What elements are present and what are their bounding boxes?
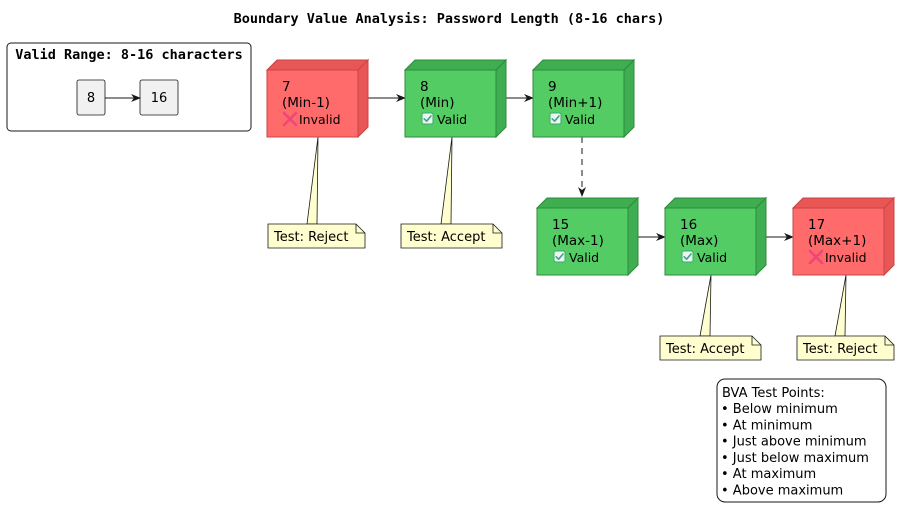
range-min-label: 8: [87, 91, 95, 106]
legend-items: • Below minimum• At minimum • Just above …: [721, 402, 869, 499]
node-value: 17: [808, 217, 825, 233]
node-front-face: [536, 207, 629, 276]
boundary-nodes: 7(Min-1)Invalid8(Min)Valid9(Min+1)Valid1…: [265, 58, 896, 277]
check-icon: [421, 112, 434, 125]
note-connector: [440, 136, 453, 225]
node-label: (Min): [420, 95, 455, 111]
legend-item: • Just below maximum: [721, 451, 869, 466]
diagram-title: Boundary Value Analysis: Password Length…: [234, 11, 665, 27]
node-5: 16(Max)Valid: [663, 196, 768, 277]
node-4: 15(Max-1)Valid: [535, 196, 640, 277]
note-connector: [306, 136, 319, 225]
legend-item: • Above maximum: [721, 484, 843, 499]
legend-border: [716, 378, 887, 503]
note-1: Test: Reject: [267, 223, 366, 249]
check-icon: [681, 250, 694, 263]
node-label: (Max+1): [808, 233, 866, 249]
cross-icon: [808, 249, 824, 265]
note-2: Test: Accept: [400, 223, 503, 249]
node-front-face: [792, 207, 885, 276]
node-status: Valid: [565, 112, 595, 127]
note-shape: [796, 335, 895, 361]
legend-item: • At minimum: [721, 418, 812, 433]
note-fold: [751, 336, 761, 346]
note-fold: [884, 336, 894, 346]
note-shape: [267, 223, 366, 249]
node-label: (Min+1): [548, 95, 602, 111]
node-front-face: [266, 69, 359, 138]
node-side-face: [755, 196, 767, 277]
node-top-face: [403, 59, 508, 71]
node-2: 8(Min)Valid: [403, 58, 508, 139]
node-status: Invalid: [299, 112, 341, 127]
node-side-face: [495, 58, 507, 139]
node-status: Valid: [697, 250, 727, 265]
node-side-face: [623, 58, 635, 139]
legend-item: • At maximum: [721, 467, 816, 482]
note-text: Test: Accept: [665, 342, 744, 357]
node-value: 15: [552, 217, 569, 233]
node-status: Invalid: [825, 250, 867, 265]
node-status: Valid: [437, 112, 467, 127]
note-shape: [659, 335, 762, 361]
note-4: Test: Reject: [796, 335, 895, 361]
note-connector: [834, 274, 847, 337]
node-front-face: [404, 69, 497, 138]
node-top-face: [663, 197, 768, 209]
legend-item: • Below minimum: [721, 402, 838, 417]
node-front-face: [532, 69, 625, 138]
node-label: (Max): [680, 233, 718, 249]
note-text: Test: Reject: [802, 342, 877, 357]
valid-range-frame: Valid Range: 8-16 characters 8 16: [6, 42, 252, 132]
legend-box: BVA Test Points: • Below minimum• At min…: [716, 378, 887, 503]
node-value: 9: [548, 79, 557, 95]
note-fold: [492, 224, 502, 234]
legend-item: • Just above minimum: [721, 435, 867, 450]
node-top-face: [531, 59, 636, 71]
legend-title: BVA Test Points:: [722, 386, 825, 401]
check-icon: [549, 112, 562, 125]
node-value: 7: [282, 79, 291, 95]
note-shape: [400, 223, 503, 249]
node-3: 9(Min+1)Valid: [531, 58, 636, 139]
node-side-face: [883, 196, 895, 277]
node-side-face: [627, 196, 639, 277]
note-3: Test: Accept: [659, 335, 762, 361]
cross-icon: [282, 111, 298, 127]
node-1: 7(Min-1)Invalid: [265, 58, 370, 139]
node-top-face: [791, 197, 896, 209]
node-top-face: [265, 59, 370, 71]
node-6: 17(Max+1)Invalid: [791, 196, 896, 277]
node-value: 16: [680, 217, 697, 233]
node-front-face: [664, 207, 757, 276]
note-text: Test: Accept: [406, 230, 485, 245]
note-connector: [699, 274, 712, 337]
node-side-face: [357, 58, 369, 139]
note-fold: [355, 224, 365, 234]
check-icon: [553, 250, 566, 263]
node-value: 8: [420, 79, 429, 95]
note-text: Test: Reject: [273, 230, 348, 245]
node-top-face: [535, 197, 640, 209]
range-max-label: 16: [151, 91, 168, 106]
valid-range-title: Valid Range: 8-16 characters: [15, 47, 243, 63]
node-label: (Max-1): [552, 233, 604, 249]
node-label: (Min-1): [282, 95, 330, 111]
node-status: Valid: [569, 250, 599, 265]
valid-range-border: [6, 42, 252, 132]
